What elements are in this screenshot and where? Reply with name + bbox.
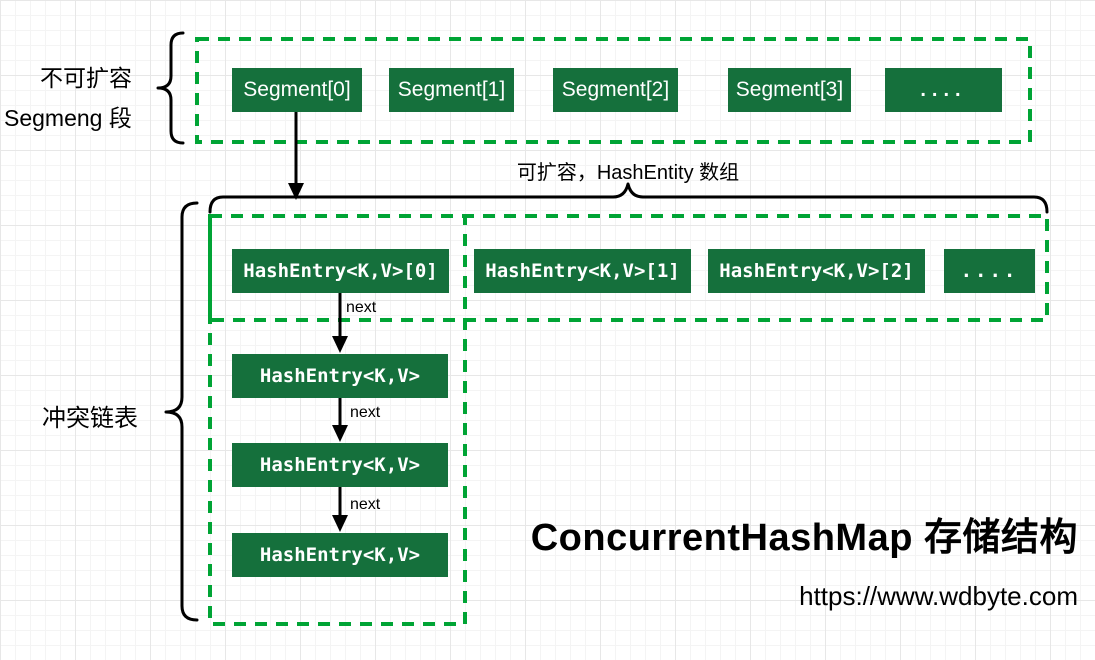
website-url: https://www.wdbyte.com [799, 581, 1078, 611]
next-label-2: next [350, 404, 381, 421]
hashentry-2-box: HashEntry<K,V>[2] [708, 249, 925, 293]
chain-node-1-box: HashEntry<K,V> [232, 354, 448, 398]
arrow-next-1 [332, 293, 348, 353]
hashentry-array-label: 可扩容，HashEntity 数组 [516, 162, 740, 184]
segment-1-box: Segment[1] [389, 68, 514, 112]
segment-0-box: Segment[0] [232, 68, 362, 112]
hashentry-0-box: HashEntry<K,V>[0] [232, 249, 449, 293]
chain-node-3-box: HashEntry<K,V> [232, 533, 448, 577]
segments-label-line1: 不可扩容 [40, 65, 132, 91]
hashentry-1-box: HashEntry<K,V>[1] [474, 249, 691, 293]
arrow-segment0-to-hashentry [288, 112, 304, 200]
segment-ellipsis-box: .... [885, 68, 1002, 112]
hashentry-row-dashed-box [208, 214, 1049, 322]
arrow-next-2 [332, 398, 348, 442]
segment-2-box: Segment[2] [553, 68, 678, 112]
next-label-1: next [346, 299, 377, 316]
collision-chain-dashed-box [208, 214, 467, 626]
segments-label-line2: Segmeng 段 [4, 105, 132, 131]
segment-3-box: Segment[3] [728, 68, 851, 112]
segments-left-brace [156, 31, 185, 145]
diagram-title: ConcurrentHashMap 存储结构 [530, 517, 1078, 559]
hashentry-top-brace [208, 182, 1049, 214]
next-label-3: next [350, 496, 381, 513]
arrow-next-3 [332, 487, 348, 532]
hashentry-ellipsis-box: .... [944, 249, 1035, 293]
chain-node-2-box: HashEntry<K,V> [232, 443, 448, 487]
segments-dashed-box [195, 37, 1032, 144]
collision-chain-left-brace [164, 201, 199, 622]
collision-chain-label: 冲突链表 [42, 405, 138, 432]
